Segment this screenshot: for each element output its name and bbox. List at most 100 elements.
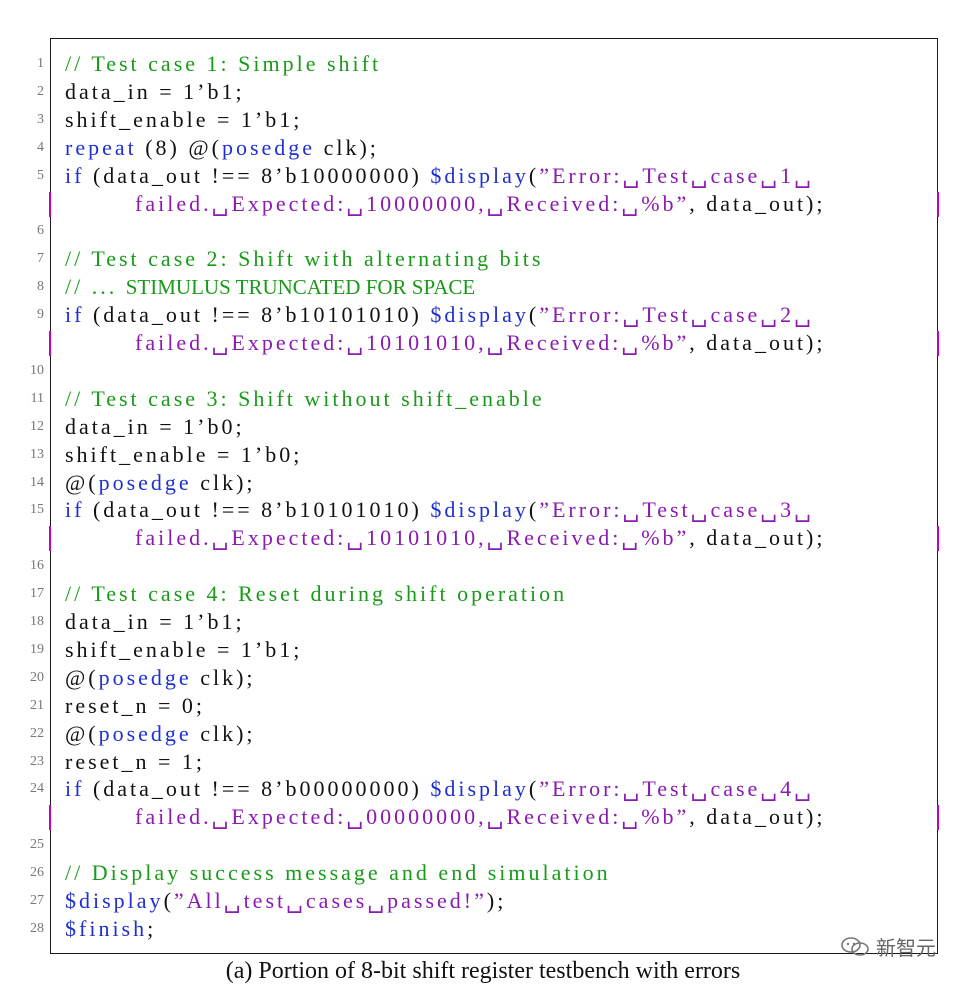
line-number: 22 (30, 725, 44, 741)
code-text: failed.␣Expected:␣10101010,␣Received:␣%b… (135, 329, 826, 357)
keyword-token: $display (430, 497, 529, 523)
code-text: if (data_out !== 8’b00000000) $display(”… (65, 775, 814, 803)
line-number: 28 (30, 920, 44, 936)
wrap-marker-left (49, 805, 51, 831)
code-text: data_in = 1’b0; (65, 413, 245, 441)
code-token: data_in = 1’b1; (65, 609, 245, 634)
code-token: (8) @( (136, 134, 222, 160)
code-text: data_in = 1’b1; (65, 608, 245, 636)
line-number: 11 (30, 390, 44, 406)
line-number: 9 (37, 307, 44, 323)
line-number: 20 (30, 669, 44, 685)
comment-token: // ... (65, 274, 126, 300)
code-token: data_in = 1’b0; (65, 413, 245, 439)
line-number: 19 (30, 641, 44, 657)
code-text: shift_enable = 1’b0; (65, 441, 302, 469)
string-token: ”Error:␣Test␣case␣4␣ (539, 776, 814, 802)
code-token: data_in = 1’b1; (65, 78, 245, 104)
line-number: 27 (30, 893, 44, 908)
keyword-token: $display (65, 888, 164, 913)
line-number: 4 (37, 139, 44, 155)
wrap-marker-left (49, 331, 51, 356)
code-token: ); (486, 888, 507, 913)
keyword-token: posedge (98, 720, 192, 746)
code-token: @( (65, 664, 99, 690)
string-token: failed.␣Expected:␣10101010,␣Received:␣%b… (135, 525, 690, 551)
code-text: failed.␣Expected:␣10101010,␣Received:␣%b… (135, 524, 826, 552)
wechat-icon (841, 936, 869, 956)
code-text: // ... STIMULUS TRUNCATED FOR SPACE (65, 273, 475, 301)
code-text: // Display success message and end simul… (65, 859, 611, 887)
code-token: (data_out !== 8’b10101010) (84, 497, 431, 523)
string-token: ”Error:␣Test␣case␣2␣ (539, 302, 814, 328)
code-token: shift_enable = 1’b0; (65, 441, 303, 467)
string-token: failed.␣Expected:␣00000000,␣Received:␣%b… (135, 804, 690, 830)
code-token: ( (528, 776, 540, 802)
code-text: @(posedge clk); (65, 720, 256, 748)
code-text: shift_enable = 1’b1; (65, 106, 302, 134)
code-text: $finish; (65, 915, 156, 943)
code-token: clk); (315, 134, 379, 160)
code-token: shift_enable = 1’b1; (65, 106, 303, 132)
code-text: failed.␣Expected:␣10000000,␣Received:␣%b… (135, 190, 826, 218)
code-text: $display(”All␣test␣cases␣passed!”); (65, 887, 506, 915)
code-token: ( (528, 302, 540, 328)
keyword-token: repeat (65, 134, 137, 160)
code-token: (data_out !== 8’b00000000) (84, 776, 431, 802)
code-text: reset_n = 0; (65, 692, 205, 720)
string-token: ”Error:␣Test␣case␣1␣ (539, 162, 814, 188)
line-number: 21 (30, 697, 44, 713)
code-token: ( (528, 497, 540, 523)
comment-token: // Test case 1: Simple shift (65, 51, 382, 76)
line-number: 13 (30, 446, 44, 462)
line-number: 14 (30, 474, 44, 490)
code-token: clk); (191, 469, 256, 495)
comment-token: // Test case 4: Reset during shift opera… (65, 581, 568, 607)
wrap-marker-right (937, 331, 939, 356)
code-text: repeat (8) @(posedge clk); (65, 134, 379, 162)
code-text: if (data_out !== 8’b10101010) $display(”… (65, 496, 814, 524)
code-text: failed.␣Expected:␣00000000,␣Received:␣%b… (135, 803, 826, 831)
wrap-marker-left (49, 191, 51, 217)
string-token: ”All␣test␣cases␣passed!” (173, 888, 487, 913)
keyword-token: $finish (65, 915, 148, 941)
code-text: reset_n = 1; (65, 748, 205, 776)
keyword-token: if (65, 162, 85, 188)
wrap-marker-right (937, 191, 939, 217)
code-text: // Test case 2: Shift with alternating b… (65, 245, 543, 273)
keyword-token: $display (430, 302, 529, 328)
code-token: reset_n = 1; (65, 748, 206, 774)
wrap-marker-left (49, 526, 51, 552)
code-token: (data_out !== 8’b10000000) (84, 162, 431, 188)
line-number: 16 (30, 558, 44, 574)
keyword-token: posedge (98, 664, 192, 690)
code-token: , data_out); (689, 804, 826, 830)
code-listing (50, 38, 938, 954)
line-number: 18 (30, 614, 44, 629)
code-token: shift_enable = 1’b1; (65, 636, 303, 662)
line-number: 25 (30, 837, 44, 853)
code-token: (data_out !== 8’b10101010) (84, 302, 431, 328)
code-token: ( (528, 162, 540, 188)
code-text: if (data_out !== 8’b10000000) $display(”… (65, 162, 814, 190)
code-token: clk); (191, 720, 256, 746)
line-number: 24 (30, 781, 44, 797)
truncation-note: STIMULUS TRUNCATED FOR SPACE (125, 275, 476, 300)
string-token: failed.␣Expected:␣10101010,␣Received:␣%b… (135, 330, 690, 355)
keyword-token: $display (430, 776, 529, 802)
line-number: 17 (30, 586, 44, 602)
code-text: @(posedge clk); (65, 469, 256, 497)
code-text: shift_enable = 1’b1; (65, 636, 302, 664)
line-number: 8 (37, 279, 44, 295)
wrap-marker-right (937, 526, 939, 552)
code-token: , data_out); (689, 190, 826, 216)
comment-token: // Display success message and end simul… (65, 860, 611, 886)
code-text: @(posedge clk); (65, 664, 256, 692)
line-number: 26 (30, 865, 44, 881)
code-token: @( (65, 720, 99, 746)
line-number: 2 (37, 83, 44, 99)
code-token: ; (147, 915, 157, 941)
line-number: 6 (37, 223, 44, 239)
keyword-token: $display (430, 162, 529, 188)
code-text: if (data_out !== 8’b10101010) $display(”… (65, 301, 814, 329)
